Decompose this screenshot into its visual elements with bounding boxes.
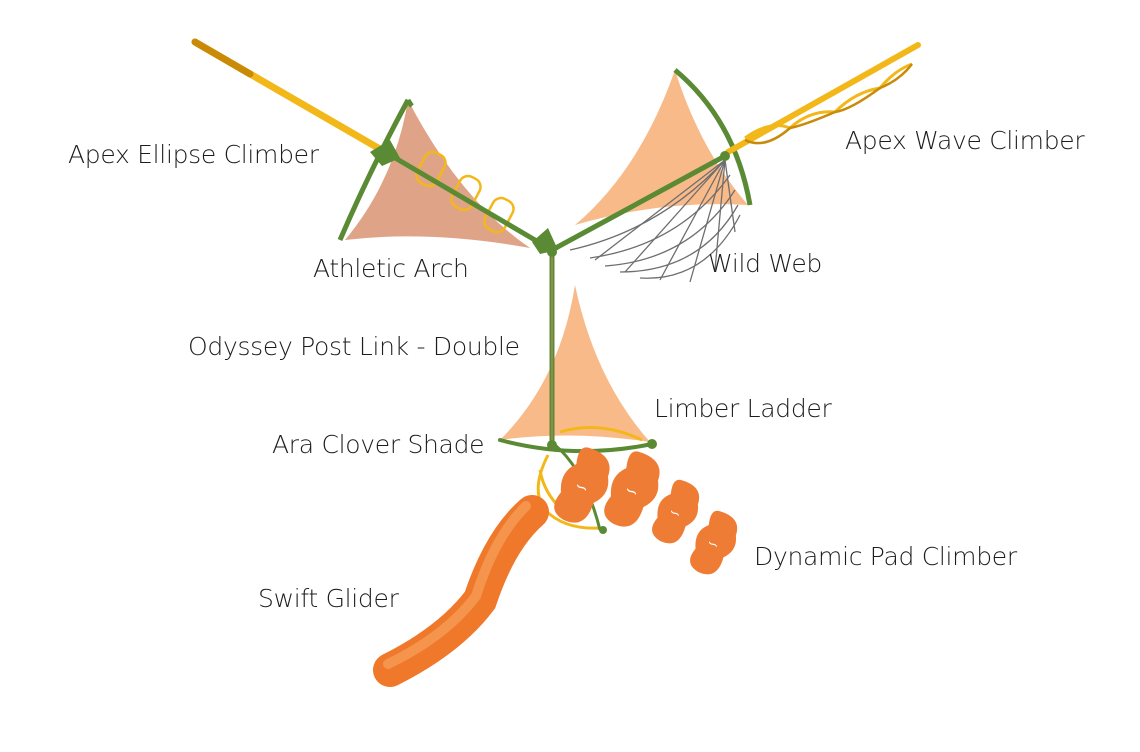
label-dynamic-pad-climber: Dynamic Pad Climber — [754, 542, 1017, 571]
label-limber-ladder: Limber Ladder — [654, 394, 832, 423]
label-apex-wave-climber: Apex Wave Climber — [845, 126, 1085, 155]
label-swift-glider: Swift Glider — [258, 584, 399, 613]
pad-2: ∽ — [604, 451, 660, 527]
pad-1: ∽ — [554, 447, 610, 523]
athletic-arch-rings — [415, 150, 515, 234]
pad-4: ∽ — [690, 510, 738, 575]
apex-ellipse-climber — [191, 38, 389, 156]
pad-3: ∽ — [652, 479, 700, 544]
label-ara-clover-shade: Ara Clover Shade — [272, 430, 485, 459]
dynamic-pad-climber: ∽ ∽ ∽ ∽ — [554, 447, 738, 575]
label-wild-web: Wild Web — [708, 249, 822, 278]
right-shade-sail — [575, 68, 753, 225]
ara-clover-shade-sail — [500, 285, 650, 442]
frame-hubs — [370, 140, 730, 534]
odyssey-post-link-frame — [382, 149, 728, 454]
apex-wave-climber — [725, 42, 921, 155]
label-athletic-arch: Athletic Arch — [313, 254, 469, 283]
wild-web — [569, 159, 741, 283]
label-odyssey-post-link: Odyssey Post Link - Double — [188, 332, 520, 361]
label-apex-ellipse-climber: Apex Ellipse Climber — [68, 140, 319, 169]
swift-glider — [373, 495, 549, 687]
left-shade-sail — [337, 98, 530, 248]
